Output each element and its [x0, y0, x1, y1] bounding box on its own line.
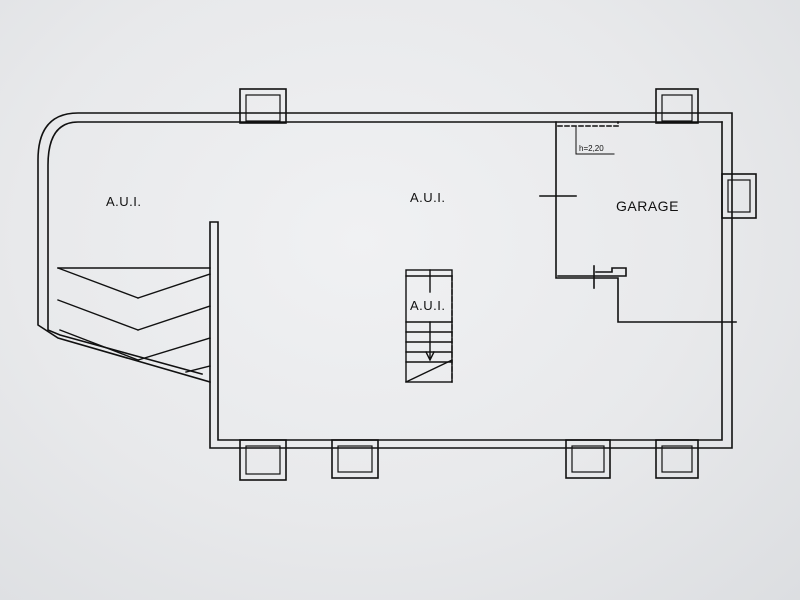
pillar-bottom-2	[331, 439, 379, 479]
pillar-bottom-4	[655, 439, 699, 479]
pillar-right	[721, 173, 757, 219]
inner-wall	[47, 121, 723, 375]
inner-wall-right	[209, 121, 723, 441]
room-label-left: A.U.I.	[106, 194, 142, 209]
center-stair	[405, 269, 453, 383]
left-stair	[57, 267, 211, 373]
pillar-bottom-1	[239, 439, 287, 481]
pillar-top-left	[239, 88, 287, 124]
pillar-top-right	[655, 88, 699, 124]
pillar-bottom-3	[565, 439, 611, 479]
room-label-stair: A.U.I.	[410, 298, 446, 313]
room-label-center: A.U.I.	[410, 190, 446, 205]
outer-wall	[37, 112, 733, 449]
garage-height-note: h=2,20	[579, 144, 604, 153]
garage-partition	[539, 121, 737, 323]
room-label-garage: GARAGE	[616, 198, 679, 214]
